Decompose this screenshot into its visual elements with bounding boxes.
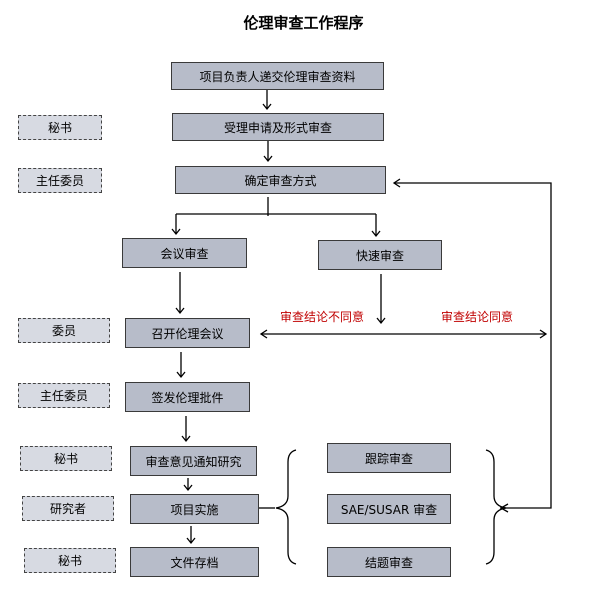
step-submit-materials: 项目负责人递交伦理审查资料 (171, 62, 384, 90)
step-fast-review: 快速审查 (318, 240, 442, 270)
followup-tracking-review: 跟踪审查 (327, 443, 451, 473)
step-convene-meeting: 召开伦理会议 (125, 318, 250, 348)
note-conclusion-disagree: 审查结论不同意 (280, 310, 365, 324)
step-archive-documents: 文件存档 (130, 547, 259, 577)
role-chair-1: 主任委员 (18, 168, 102, 193)
step-determine-review-method: 确定审查方式 (175, 166, 386, 194)
step-notify-researcher: 审查意见通知研究 (130, 446, 257, 476)
step-meeting-review: 会议审查 (122, 238, 247, 268)
followup-sae-susar-review: SAE/SUSAR 审查 (327, 494, 451, 524)
step-sign-approval: 签发伦理批件 (125, 382, 250, 412)
role-secretary-2: 秘书 (20, 446, 112, 471)
step-project-implementation: 项目实施 (130, 494, 259, 524)
followup-closing-review: 结题审查 (327, 547, 451, 577)
step-accept-application: 受理申请及形式审查 (172, 113, 384, 141)
role-researcher: 研究者 (22, 496, 114, 521)
role-chair-2: 主任委员 (18, 383, 110, 408)
note-conclusion-agree: 审查结论同意 (441, 310, 514, 324)
role-secretary-1: 秘书 (18, 115, 102, 140)
diagram-title: 伦理审查工作程序 (243, 14, 364, 32)
role-member: 委员 (18, 318, 110, 343)
left-brace (275, 449, 297, 565)
line-loop-back (394, 182, 552, 509)
role-secretary-3: 秘书 (24, 548, 116, 573)
